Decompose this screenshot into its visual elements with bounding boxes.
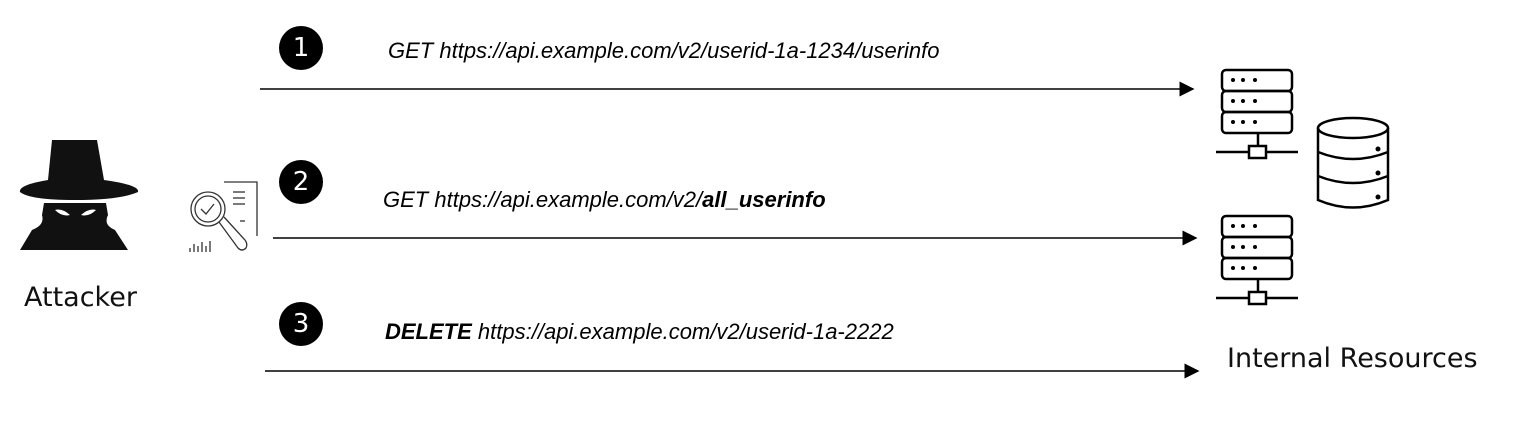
- spy-attacker-icon: [19, 140, 139, 250]
- request-url: https://api.example.com/v2/: [434, 187, 703, 212]
- request-url: https://api.example.com/v2/userid-1a-123…: [439, 38, 940, 63]
- request-method: DELETE: [385, 319, 472, 344]
- step-badge-2: 2: [279, 160, 323, 204]
- database-icon: [1316, 116, 1390, 209]
- internal-resources-label: Internal Resources: [1227, 343, 1478, 374]
- request-1-text: GET https://api.example.com/v2/userid-1a…: [388, 38, 940, 64]
- step-badge-1: 1: [279, 26, 323, 70]
- server-icon: [1216, 214, 1298, 306]
- request-url: https://api.example.com/v2/userid-1a-222…: [477, 319, 894, 344]
- step-badge-3: 3: [279, 302, 323, 346]
- magnifier-analysis-icon: [189, 181, 258, 252]
- attacker-label: Attacker: [24, 282, 137, 313]
- request-method: GET: [388, 38, 434, 63]
- request-2-text: GET https://api.example.com/v2/all_useri…: [383, 187, 826, 213]
- request-3-text: DELETE https://api.example.com/v2/userid…: [385, 319, 894, 345]
- request-url-highlight: all_userinfo: [702, 187, 826, 212]
- request-method: GET: [383, 187, 429, 212]
- server-icon: [1216, 68, 1298, 160]
